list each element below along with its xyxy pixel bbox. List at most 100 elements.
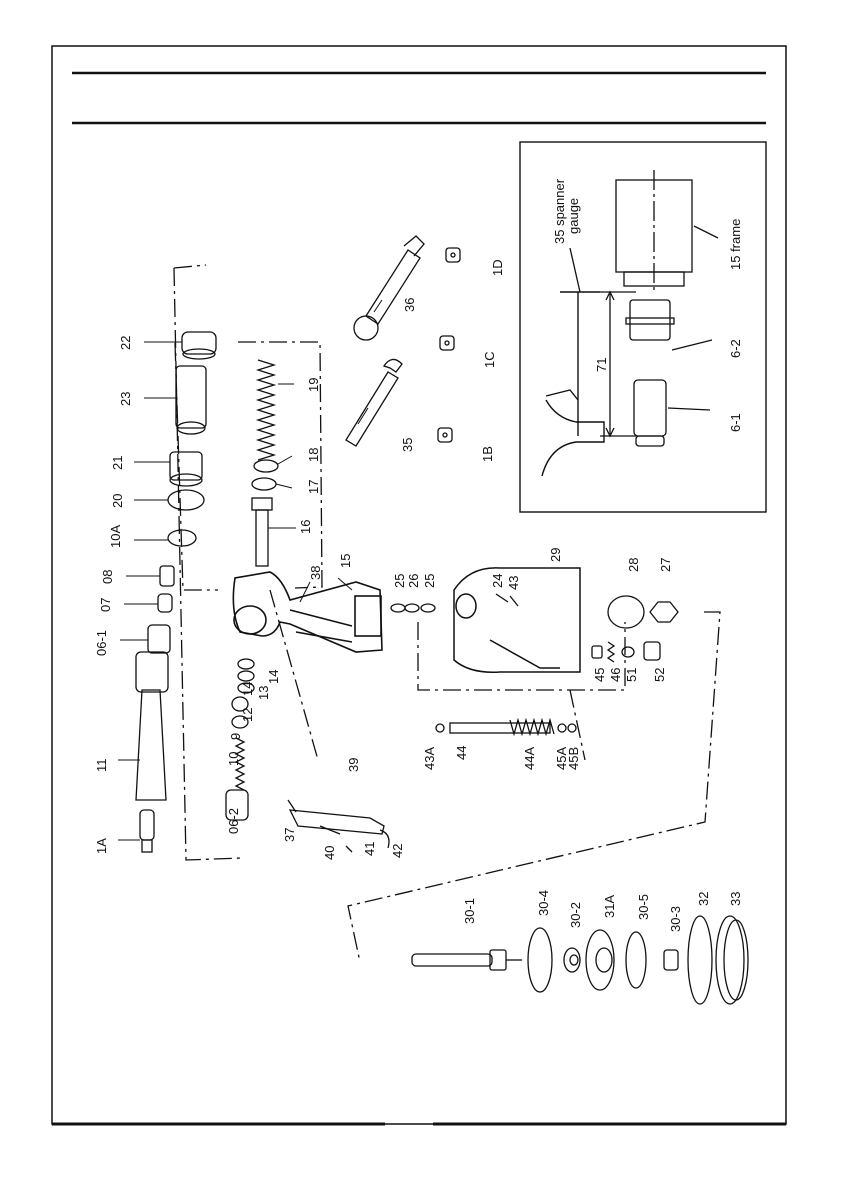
part-1D [446,248,460,262]
label-51: 51 [624,668,639,682]
label-30-2: 30-2 [568,902,583,928]
label-31A: 31A [602,895,617,918]
label-23: 23 [118,392,133,406]
inset-part-6-1 [634,380,666,446]
label-1A: 1A [94,838,109,854]
label-30-5: 30-5 [636,894,651,920]
label-43A: 43A [422,747,437,770]
inset-part-6-2 [626,300,674,340]
part-26 [405,604,419,612]
label-15: 15 [338,554,353,568]
label-13: 13 [256,686,271,700]
label-28: 28 [626,558,641,572]
label-25b: 25 [422,574,437,588]
inset-spanner-gauge [542,292,604,476]
group-outline-head [175,343,218,590]
label-20: 20 [110,494,125,508]
inset-frame-body [616,170,692,290]
inset-spanner-label-1: 35 spanner [552,178,567,244]
part-14a [238,671,254,681]
part-42 [380,830,389,848]
label-43: 43 [506,576,521,590]
label-25a: 25 [392,574,407,588]
label-30-1: 30-1 [462,898,477,924]
leader-6-2 [672,340,712,350]
part-17 [252,478,276,490]
part-08 [160,566,174,586]
leader-6-1 [668,408,710,410]
inset-dimension-label: 71 [594,358,609,372]
part-52 [644,642,660,660]
label-1C: 1C [482,351,497,368]
label-17: 17 [306,480,321,494]
label-44: 44 [454,746,469,760]
part-43A [436,724,444,732]
label-22: 22 [118,336,133,350]
label-18: 18 [306,448,321,462]
part-15-body [233,572,382,652]
part-18 [254,460,278,472]
label-08: 08 [100,570,115,584]
label-leaders [118,300,382,840]
part-24 [496,594,508,602]
part-45A [558,724,566,732]
label-35: 35 [400,438,415,452]
part-11-nose-housing [136,652,168,800]
label-14a: 14 [266,670,281,684]
label-30-3: 30-3 [668,906,683,932]
part-43 [510,596,518,606]
label-1D: 1D [490,259,505,276]
inset-part-6-1-label: 6-1 [728,413,743,432]
part-33 [716,916,748,1004]
inset-frame-label: 15 frame [728,219,743,270]
label-45B: 45B [566,747,581,770]
part-28 [608,596,644,628]
part-06-1 [148,625,170,653]
label-07: 07 [98,598,113,612]
label-24: 24 [490,574,505,588]
part-31A [586,930,614,990]
group-outline-nose [174,268,242,860]
part-25a [391,604,405,612]
label-14b: 14 [240,682,255,696]
label-39: 39 [346,758,361,772]
part-35-spanner [346,359,402,446]
label-26: 26 [406,574,421,588]
part-41 [346,846,352,852]
label-06-2: 06-2 [226,808,241,834]
label-19: 19 [306,378,321,392]
part-51 [622,647,634,657]
label-45: 45 [592,668,607,682]
part-1C [440,336,454,350]
part-39-trigger [290,810,384,834]
label-11: 11 [94,759,109,773]
label-32: 32 [696,892,711,906]
label-27: 27 [658,558,673,572]
part-44A-spring [510,720,554,734]
part-36-spanner [354,236,424,340]
part-23 [176,366,206,434]
label-9: 9 [228,733,243,740]
label-37: 37 [282,828,297,842]
part-30-3 [664,950,678,970]
part-30-4 [528,928,552,992]
leader-spanner-gauge [570,248,580,292]
part-labels: 1A 11 06-1 07 08 10A 20 21 23 22 35 36 1… [94,178,743,932]
label-52: 52 [652,668,667,682]
part-46-spring [608,642,614,662]
part-20 [168,490,204,510]
label-44A: 44A [522,747,537,770]
label-38: 38 [308,566,323,580]
label-36: 36 [402,298,417,312]
label-06-1: 06-1 [94,630,109,656]
label-12: 12 [240,708,255,722]
inset-spanner-label-2: gauge [566,198,581,234]
part-19-spring [258,360,274,460]
part-21 [170,452,202,486]
label-10A: 10A [108,525,123,548]
inset-part-6-2-label: 6-2 [728,339,743,358]
label-29: 29 [548,548,563,562]
part-30-2 [564,948,580,972]
